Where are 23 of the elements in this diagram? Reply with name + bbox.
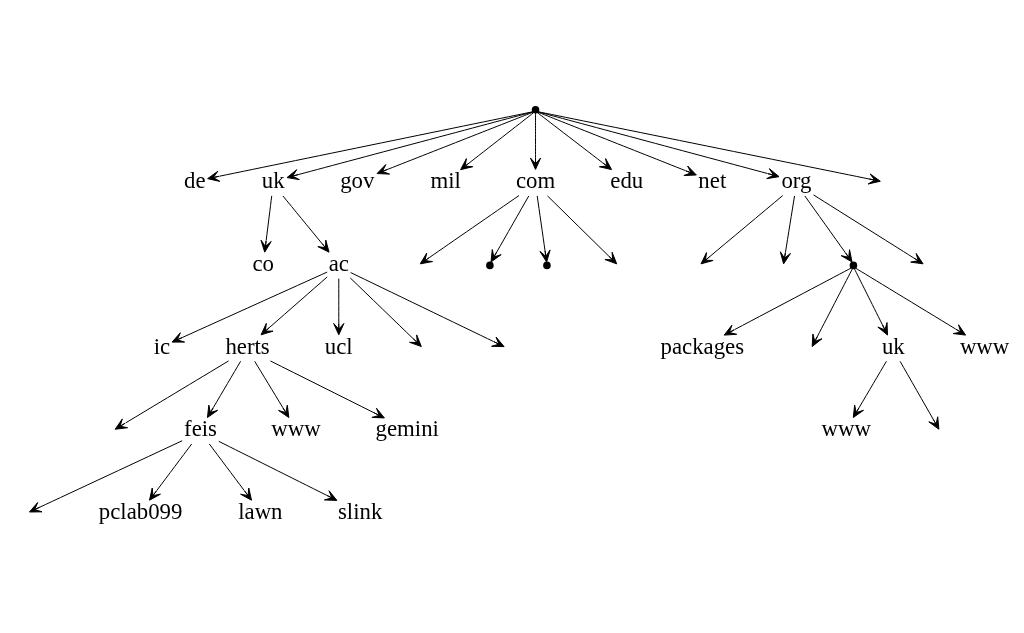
node-text: www [271,416,321,442]
node-text: gov [340,168,375,194]
node-text: edu [610,168,644,194]
node-text: uk [881,333,905,359]
node-text: co [252,250,274,276]
node-text: com [515,168,556,194]
node-text: packages [660,333,745,359]
node-text: pclab099 [98,498,183,524]
node-text: org [781,168,812,194]
node-text: ac [328,250,349,276]
node-text: lawn [238,498,283,524]
node-text: herts [225,333,270,359]
node-text: mil [430,168,461,194]
node-text: www [959,333,1010,359]
node-text: uk [261,168,285,194]
node-text: net [698,168,727,194]
node-text: feis [184,416,217,442]
node-text: ic [153,333,171,359]
node-text: ucl [324,333,353,359]
node-text: www [821,416,872,442]
node-text: slink [338,498,383,524]
node-text: de [184,168,206,194]
node-text: gemini [375,416,439,442]
